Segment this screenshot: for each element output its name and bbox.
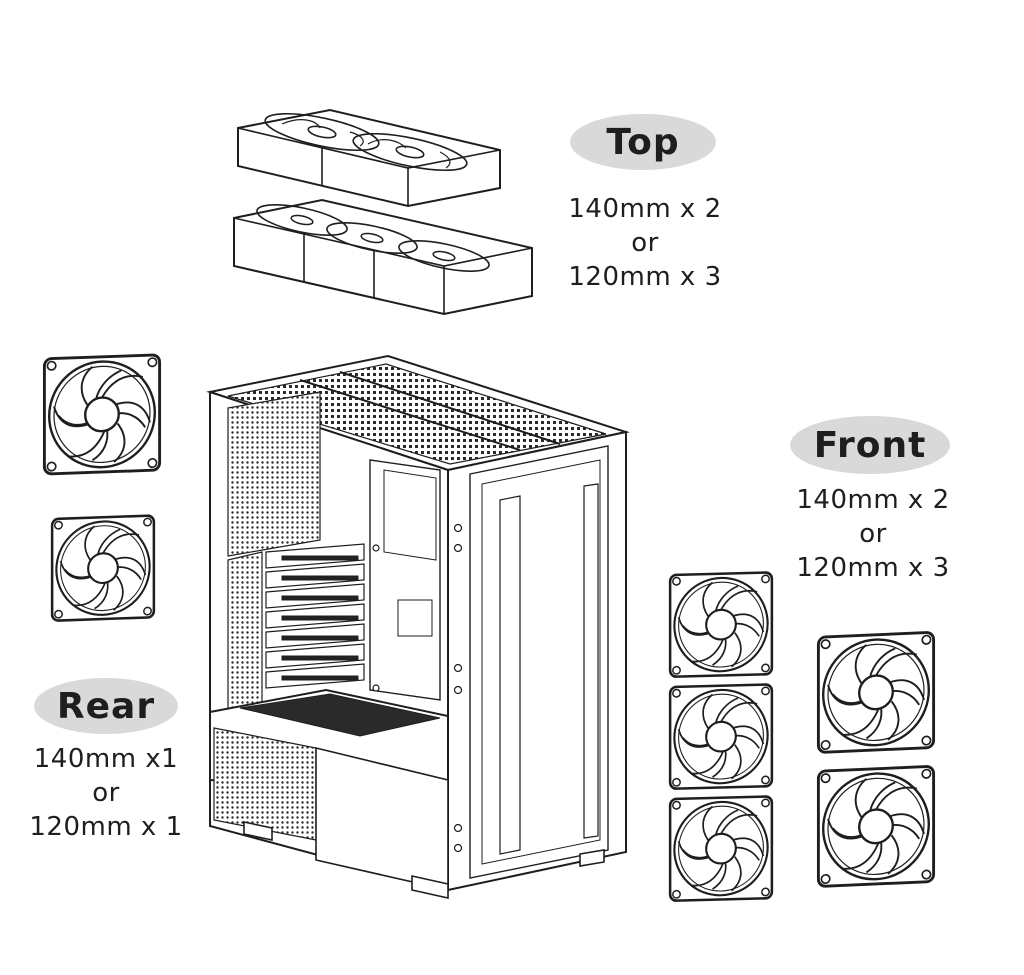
rear-zone-title: Rear <box>56 685 156 727</box>
rear-fan-140 <box>42 353 162 476</box>
front-fans-120 <box>668 570 774 903</box>
rear-spec-line2: or <box>92 778 120 808</box>
front-spec-line2: or <box>859 519 887 549</box>
top-fan-bracket-140 <box>237 108 501 208</box>
rear-spec-line3: 120mm x 1 <box>29 812 183 842</box>
front-fans-140 <box>816 630 936 889</box>
front-zone-label: Front <box>790 416 950 474</box>
top-spec-line3: 120mm x 3 <box>568 262 722 292</box>
rear-fan-120 <box>50 514 156 623</box>
top-spec-line1: 140mm x 2 <box>568 194 722 224</box>
front-spec-line3: 120mm x 3 <box>796 553 950 583</box>
rear-zone-label: Rear <box>34 678 178 734</box>
rear-zone-spec: 140mm x1 or 120mm x 1 <box>6 742 206 844</box>
rear-spec-line1: 140mm x1 <box>33 744 179 774</box>
front-zone-title: Front <box>813 424 927 466</box>
top-zone-spec: 140mm x 2 or 120mm x 3 <box>540 192 750 294</box>
front-spec-line1: 140mm x 2 <box>796 485 950 515</box>
front-zone-spec: 140mm x 2 or 120mm x 3 <box>768 483 978 585</box>
top-fan-bracket-120 <box>233 198 533 316</box>
top-spec-line2: or <box>631 228 659 258</box>
pc-case-illustration <box>206 354 630 899</box>
top-zone-title: Top <box>606 121 680 163</box>
top-zone-label: Top <box>570 114 716 170</box>
